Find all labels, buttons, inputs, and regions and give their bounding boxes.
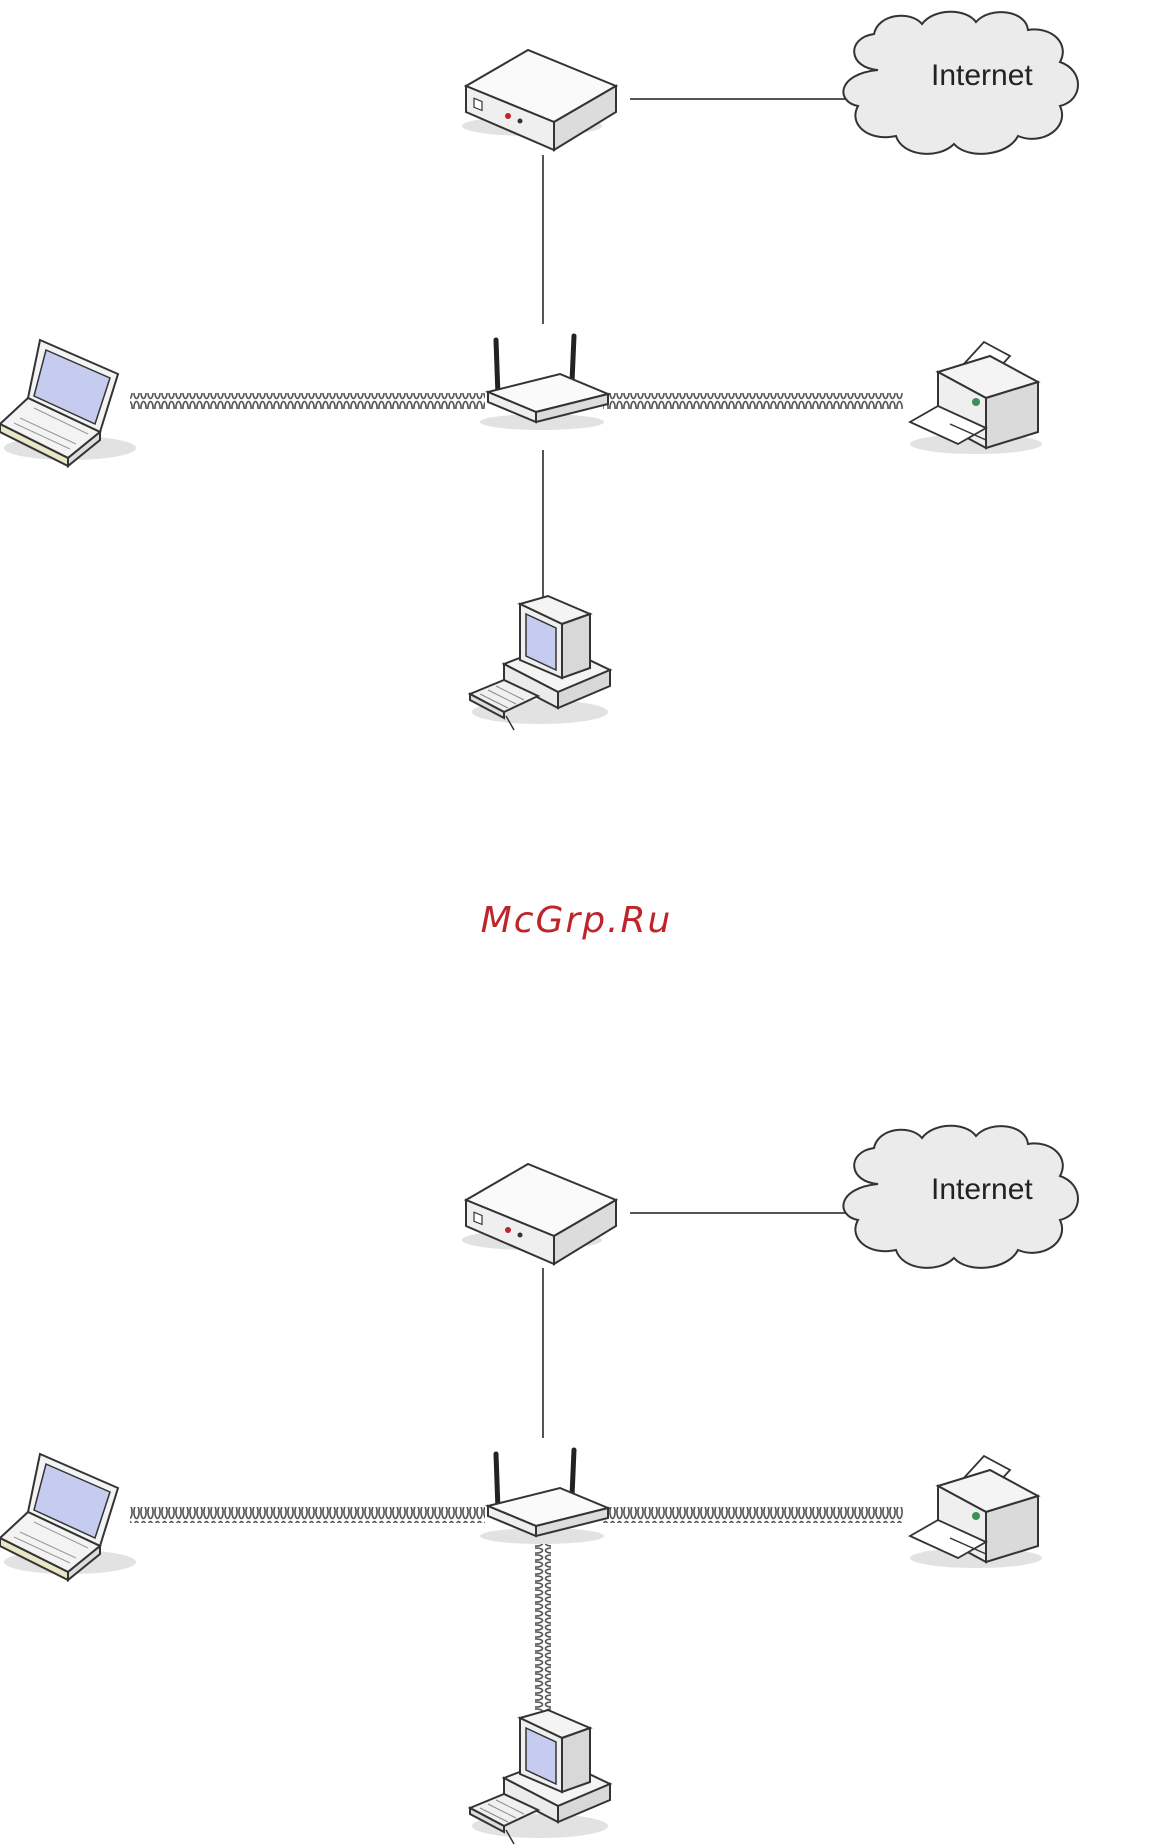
- wireless-link-router-desktop: [535, 1535, 551, 1715]
- wireless-link-router-laptop: [130, 1507, 485, 1523]
- internet-cloud: Internet: [843, 1126, 1078, 1268]
- links: [130, 99, 903, 598]
- desktop-icon: [470, 596, 610, 730]
- desktop-icon: [470, 1710, 610, 1844]
- laptop-icon: [0, 340, 136, 466]
- router-icon: [480, 1450, 608, 1544]
- printer-icon: [910, 342, 1042, 454]
- diagram-1: Internet: [0, 12, 1078, 730]
- laptop-icon: [0, 1454, 136, 1580]
- router-icon: [480, 336, 608, 430]
- printer-icon: [910, 1456, 1042, 1568]
- cloud-label: Internet: [931, 1173, 1033, 1206]
- wireless-link-router-printer: [603, 393, 903, 409]
- modem-icon: [462, 50, 616, 150]
- internet-cloud: Internet: [843, 12, 1078, 154]
- wireless-link-router-printer: [603, 1507, 903, 1523]
- modem-icon: [462, 1164, 616, 1264]
- diagram-2: Internet: [0, 1126, 1078, 1844]
- watermark: McGrp.Ru: [0, 900, 1153, 941]
- links: [130, 1213, 903, 1715]
- cloud-label: Internet: [931, 59, 1033, 92]
- wireless-link-router-laptop: [130, 393, 485, 409]
